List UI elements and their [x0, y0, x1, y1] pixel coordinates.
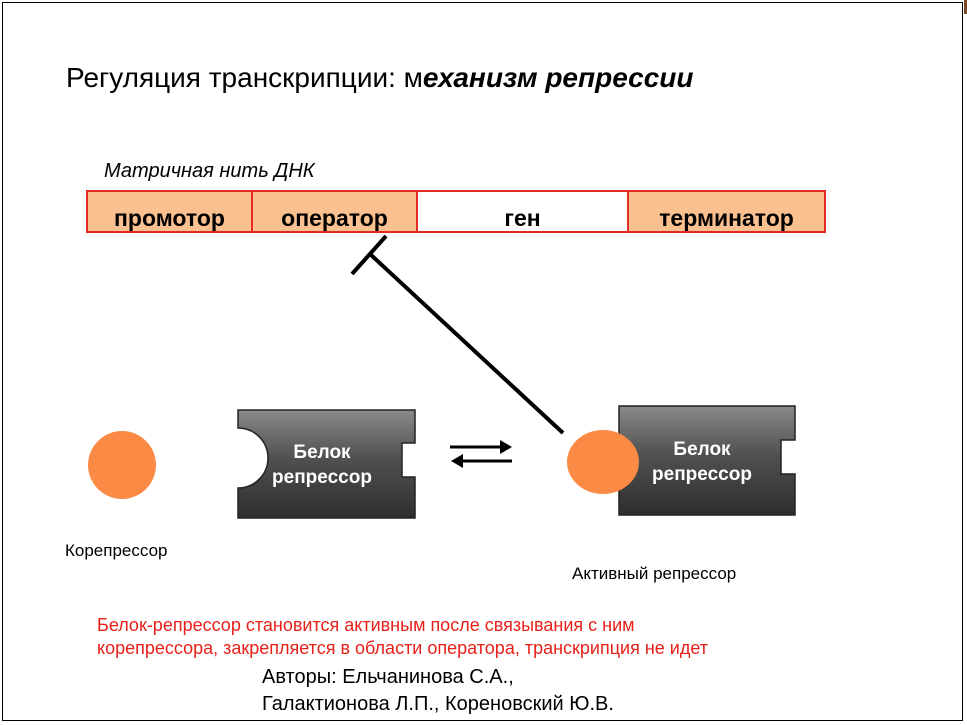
repressor-right-label: Белок репрессор	[642, 437, 762, 487]
segment-terminator: терминатор	[627, 190, 826, 233]
dna-strip: промотор оператор ген терминатор	[86, 190, 826, 233]
repressor-right-line1: Белок	[673, 439, 731, 460]
corepressor-label: Корепрессор	[65, 541, 168, 560]
explanation-note: Белок-репрессор становится активным посл…	[97, 614, 837, 660]
repressor-right-line2: репрессор	[652, 464, 752, 485]
segment-promoter: промотор	[86, 190, 253, 233]
repressor-protein-left	[237, 409, 416, 519]
note-line-2: корепрессора, закрепляется в области опе…	[97, 638, 709, 658]
title-emphasis: еханизм репрессии	[422, 62, 694, 93]
equilibrium-arrows	[450, 440, 512, 468]
corner-mark	[964, 0, 967, 14]
corepressor-bound	[567, 430, 639, 494]
corepressor-circle	[88, 431, 156, 499]
repressor-left-line1: Белок	[293, 442, 351, 463]
repressor-protein-right	[618, 405, 796, 516]
authors-line-2: Галактионова Л.П., Кореновский Ю.В.	[262, 693, 614, 715]
repressor-left-line2: репрессор	[272, 467, 372, 488]
segment-gene: ген	[416, 190, 629, 233]
note-line-1: Белок-репрессор становится активным посл…	[97, 615, 635, 635]
inhibition-bar	[350, 234, 388, 276]
authors-line-1: Авторы: Ельчанинова С.А.,	[262, 666, 514, 688]
active-repressor-label: Активный репрессор	[572, 564, 737, 583]
authors: Авторы: Ельчанинова С.А., Галактионова Л…	[262, 664, 614, 718]
repressor-left-label: Белок репрессор	[262, 440, 382, 490]
slide-title: Регуляция транскрипции: механизм репресс…	[66, 62, 693, 94]
title-plain: Регуляция транскрипции: м	[66, 62, 423, 93]
segment-operator: оператор	[251, 190, 418, 233]
dna-caption: Матричная нить ДНК	[104, 160, 315, 182]
inhibition-line	[368, 252, 565, 435]
